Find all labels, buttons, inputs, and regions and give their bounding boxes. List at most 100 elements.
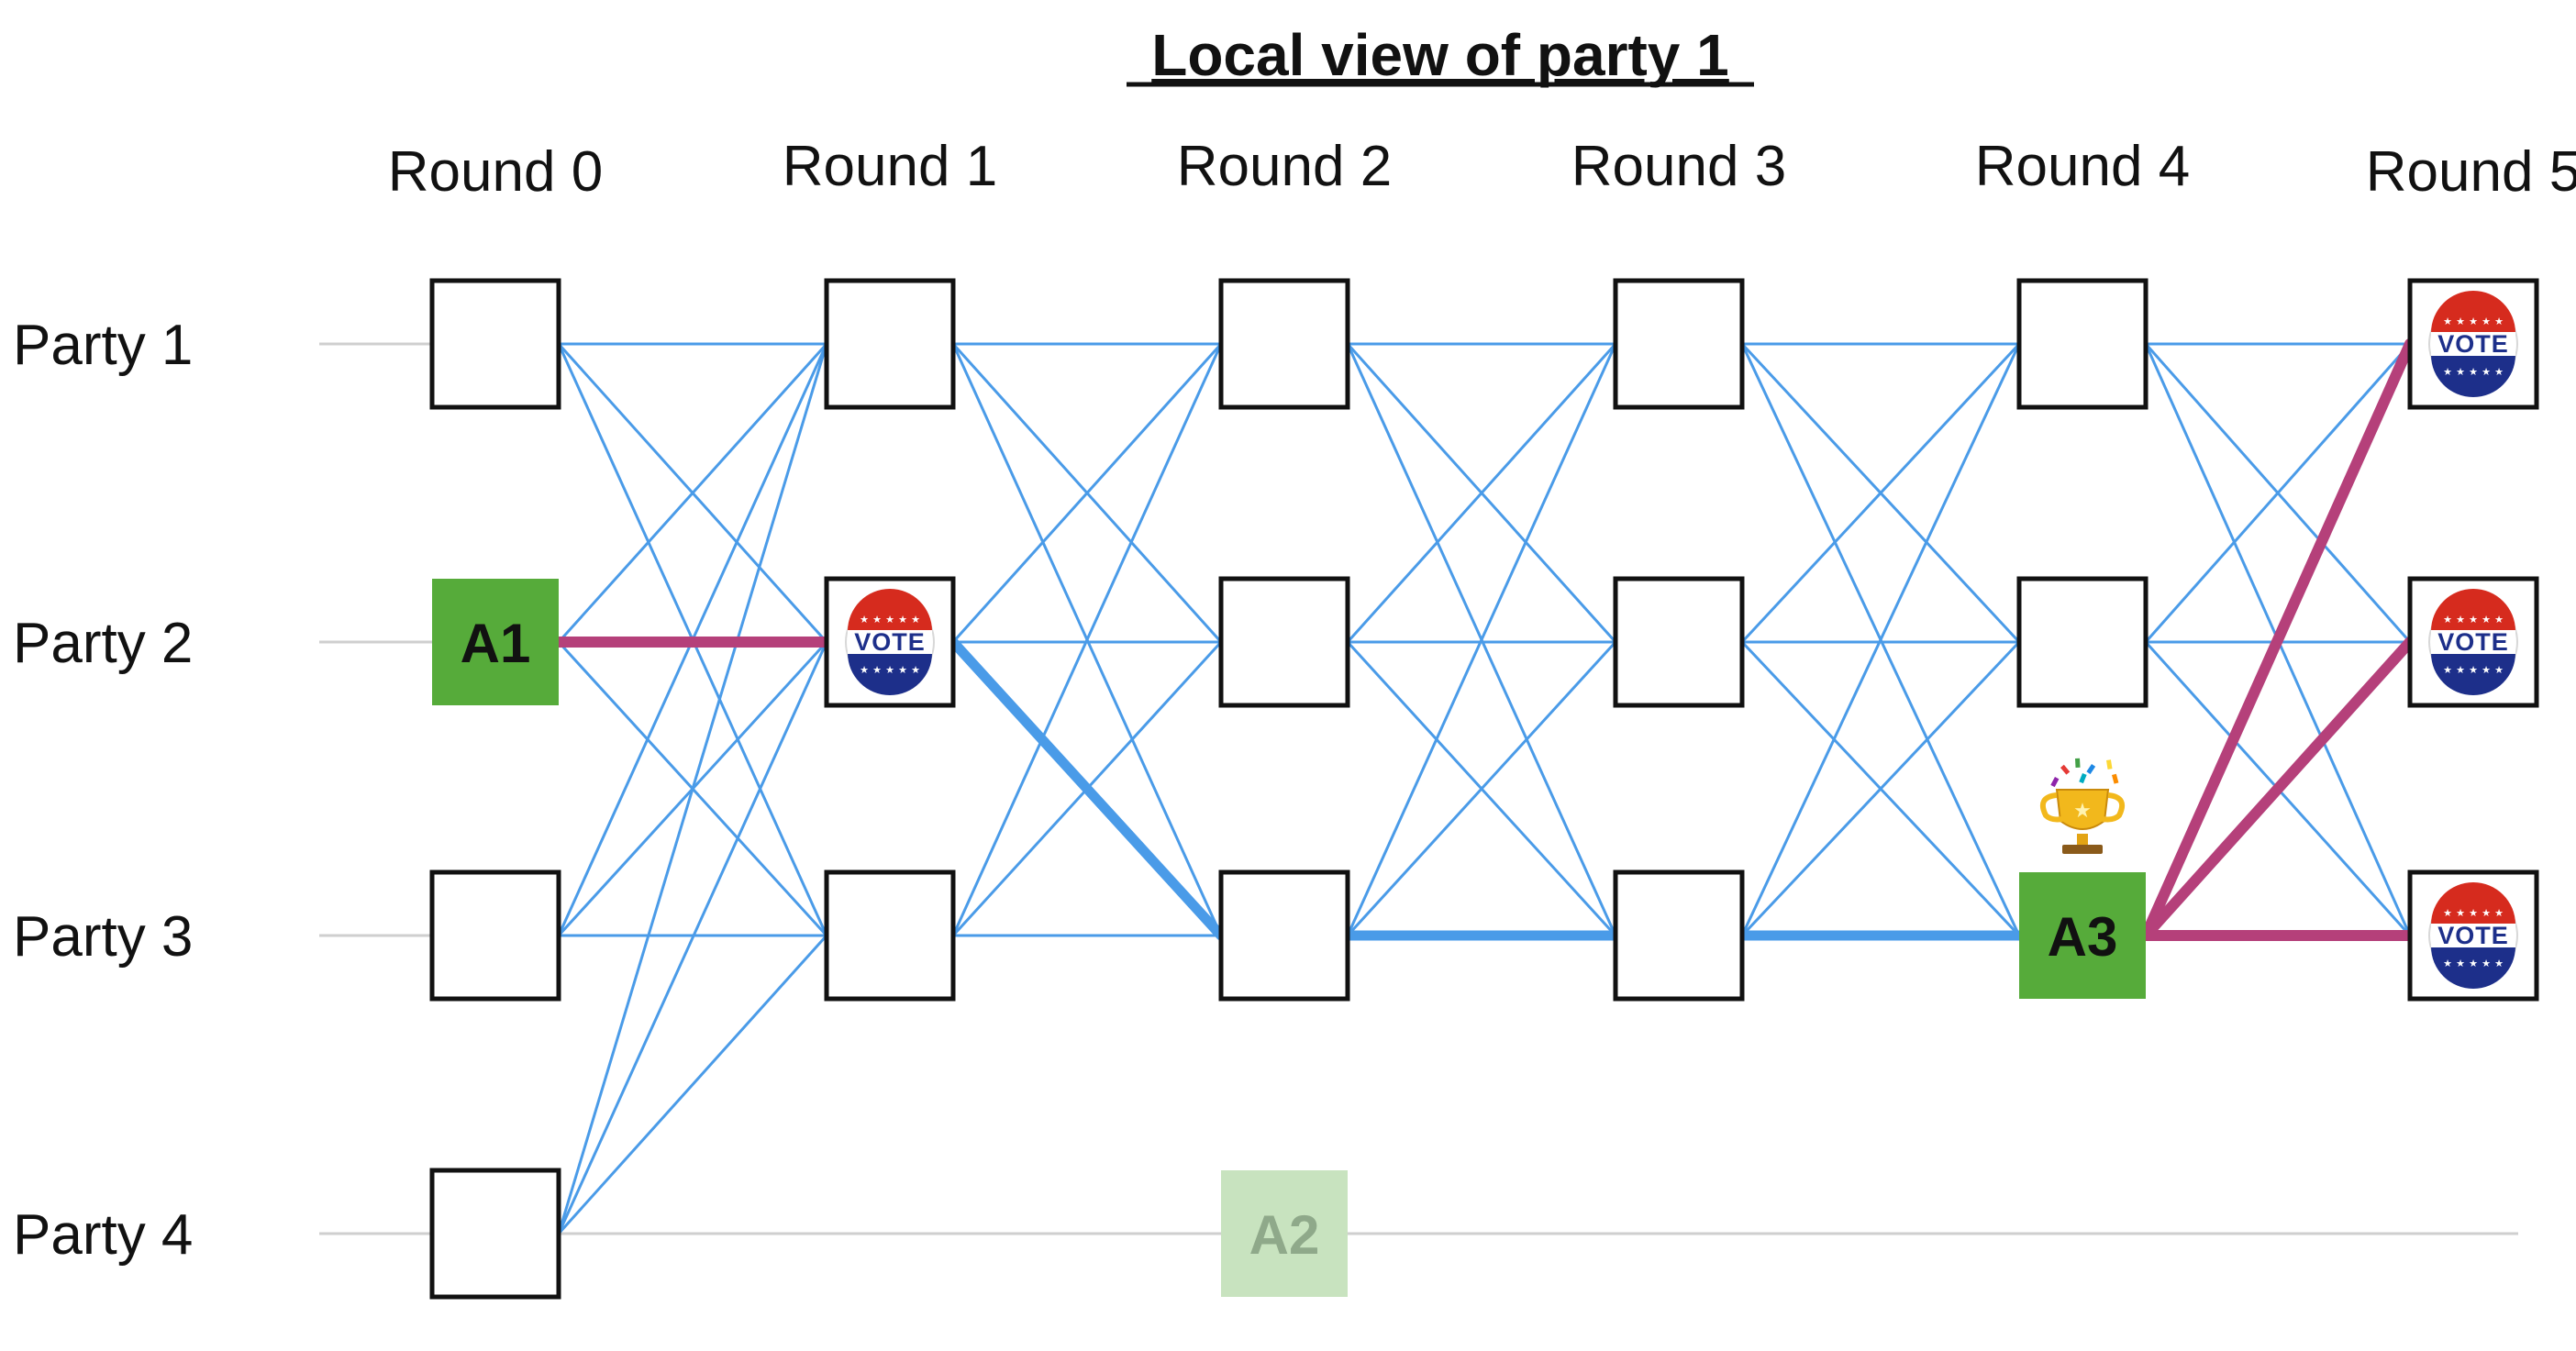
trophy-handle-left (2040, 792, 2063, 823)
badge-star-top: ★ (860, 615, 869, 626)
badge-star-bottom: ★ (2443, 367, 2452, 378)
vertex-r1-p1 (824, 278, 956, 410)
vertex-box (1218, 869, 1350, 1002)
badge-blue-bottom (2431, 653, 2515, 695)
edge-r2p3-r3p1 (1346, 343, 1617, 936)
badge-star-bottom: ★ (872, 665, 882, 676)
vote-badge-label: VOTE (2437, 628, 2509, 656)
vertex-r4-p1 (2016, 278, 2149, 410)
badge-star-top: ★ (872, 615, 882, 626)
vertex-box (1613, 278, 1745, 410)
vertex-box (2016, 576, 2149, 708)
vote-edge-2 (2140, 637, 2415, 941)
vertex-box (824, 869, 956, 1002)
trophy-handle-right (2102, 792, 2125, 823)
badge-band (2431, 630, 2515, 654)
round-header-2: Round 2 (1177, 135, 1392, 198)
vertex-r3-p2 (1613, 576, 1745, 708)
round-header-1: Round 1 (783, 135, 997, 198)
vertex-box (429, 1168, 561, 1300)
round-header-3: Round 3 (1571, 135, 1786, 198)
trophy-stem (2077, 834, 2088, 847)
vote-badge-label: VOTE (854, 628, 926, 656)
vertex-r4-p2 (2016, 576, 2149, 708)
vertex-box (1613, 869, 1745, 1002)
badge-star-top: ★ (2456, 615, 2465, 626)
vote-badge-icon: ★★★★★★★★★★VOTE (845, 589, 935, 695)
vertex-r5-p3: ★★★★★★★★★★VOTE (2407, 869, 2539, 1002)
badge-star-bottom: ★ (2443, 665, 2452, 676)
badge-red-top (2431, 589, 2515, 631)
round-header-4: Round 4 (1975, 135, 2190, 198)
faded-leader-label: A2 (1249, 1204, 1320, 1266)
badge-red-top (2431, 291, 2515, 333)
vote-badge-icon: ★★★★★★★★★★VOTE (2428, 291, 2518, 397)
badge-band (2431, 924, 2515, 947)
vote-badge-icon: ★★★★★★★★★★VOTE (2428, 589, 2518, 695)
badge-star-top: ★ (911, 615, 920, 626)
edge-r2p3-r3p2 (1346, 640, 1617, 937)
trophy-icon: ★ (2040, 758, 2125, 854)
vertex-r0-p4 (429, 1168, 561, 1300)
vertex-r0-p1 (429, 278, 561, 410)
vertex-r1-p3 (824, 869, 956, 1002)
badge-star-top: ★ (2482, 908, 2491, 919)
confetti-piece (2112, 773, 2119, 784)
leader-block (432, 579, 559, 705)
badge-star-top: ★ (2482, 316, 2491, 327)
badge-star-bottom: ★ (885, 665, 894, 676)
badge-blue-bottom (2431, 947, 2515, 989)
vertex-r4-p3: A3 ★ (2019, 758, 2146, 999)
badge-star-top: ★ (2443, 908, 2452, 919)
vertex-box (824, 278, 956, 410)
badge-red-top (2431, 882, 2515, 925)
badge-star-bottom: ★ (2482, 958, 2491, 969)
badge-star-top: ★ (2469, 908, 2478, 919)
leader-block (2019, 872, 2146, 999)
badge-star-top: ★ (2456, 316, 2465, 327)
badge-blue-bottom (2431, 355, 2515, 397)
vertex-r0-p3 (429, 869, 561, 1002)
round-header-5: Round 5 (2366, 140, 2576, 204)
vertex-r2-p1 (1218, 278, 1350, 410)
badge-star-bottom: ★ (2494, 367, 2504, 378)
badge-star-bottom: ★ (2482, 665, 2491, 676)
badge-star-bottom: ★ (2494, 665, 2504, 676)
badge-star-top: ★ (2469, 615, 2478, 626)
badge-star-bottom: ★ (2469, 958, 2478, 969)
vertex-r5-p1: ★★★★★★★★★★VOTE (2407, 278, 2539, 410)
confetti-piece (2060, 764, 2071, 775)
edge-r4p2-r5p1 (2144, 343, 2412, 643)
edge-r3p3-r4p1 (1740, 343, 2021, 936)
badge-star-top: ★ (2443, 316, 2452, 327)
vertex-box (2016, 278, 2149, 410)
confetti-piece (2075, 758, 2081, 768)
leader-label: A3 (2048, 906, 2118, 968)
badge-star-bottom: ★ (898, 665, 907, 676)
edge-r3p2-r4p1 (1740, 342, 2021, 644)
badge-band (2431, 332, 2515, 356)
badge-star-bottom: ★ (2443, 958, 2452, 969)
edge-r3p3-r4p2 (1740, 640, 2021, 937)
edge-r1p3-r2p1 (951, 343, 1223, 936)
badge-red-top (848, 589, 932, 631)
edge-r1p2-r2p1 (951, 342, 1223, 644)
round-header-0: Round 0 (388, 140, 603, 204)
thick-path-edge-0 (948, 637, 1227, 941)
badge-star-top: ★ (2494, 908, 2504, 919)
badge-star-bottom: ★ (860, 665, 869, 676)
trophy-base (2062, 845, 2103, 854)
vertex-r3-p1 (1613, 278, 1745, 410)
badge-blue-bottom (848, 653, 932, 695)
vertex-r0-p2: A1 (432, 579, 559, 705)
party-label-3: Party 3 (13, 905, 193, 969)
vertex-r3-p3 (1613, 869, 1745, 1002)
party-label-1: Party 1 (13, 314, 193, 377)
edge-r0p4-r1p2 (557, 641, 828, 1235)
vertex-box (1218, 278, 1350, 410)
badge-star-top: ★ (2443, 615, 2452, 626)
faded-leader-block (1221, 1170, 1348, 1297)
party-label-2: Party 2 (13, 612, 193, 675)
